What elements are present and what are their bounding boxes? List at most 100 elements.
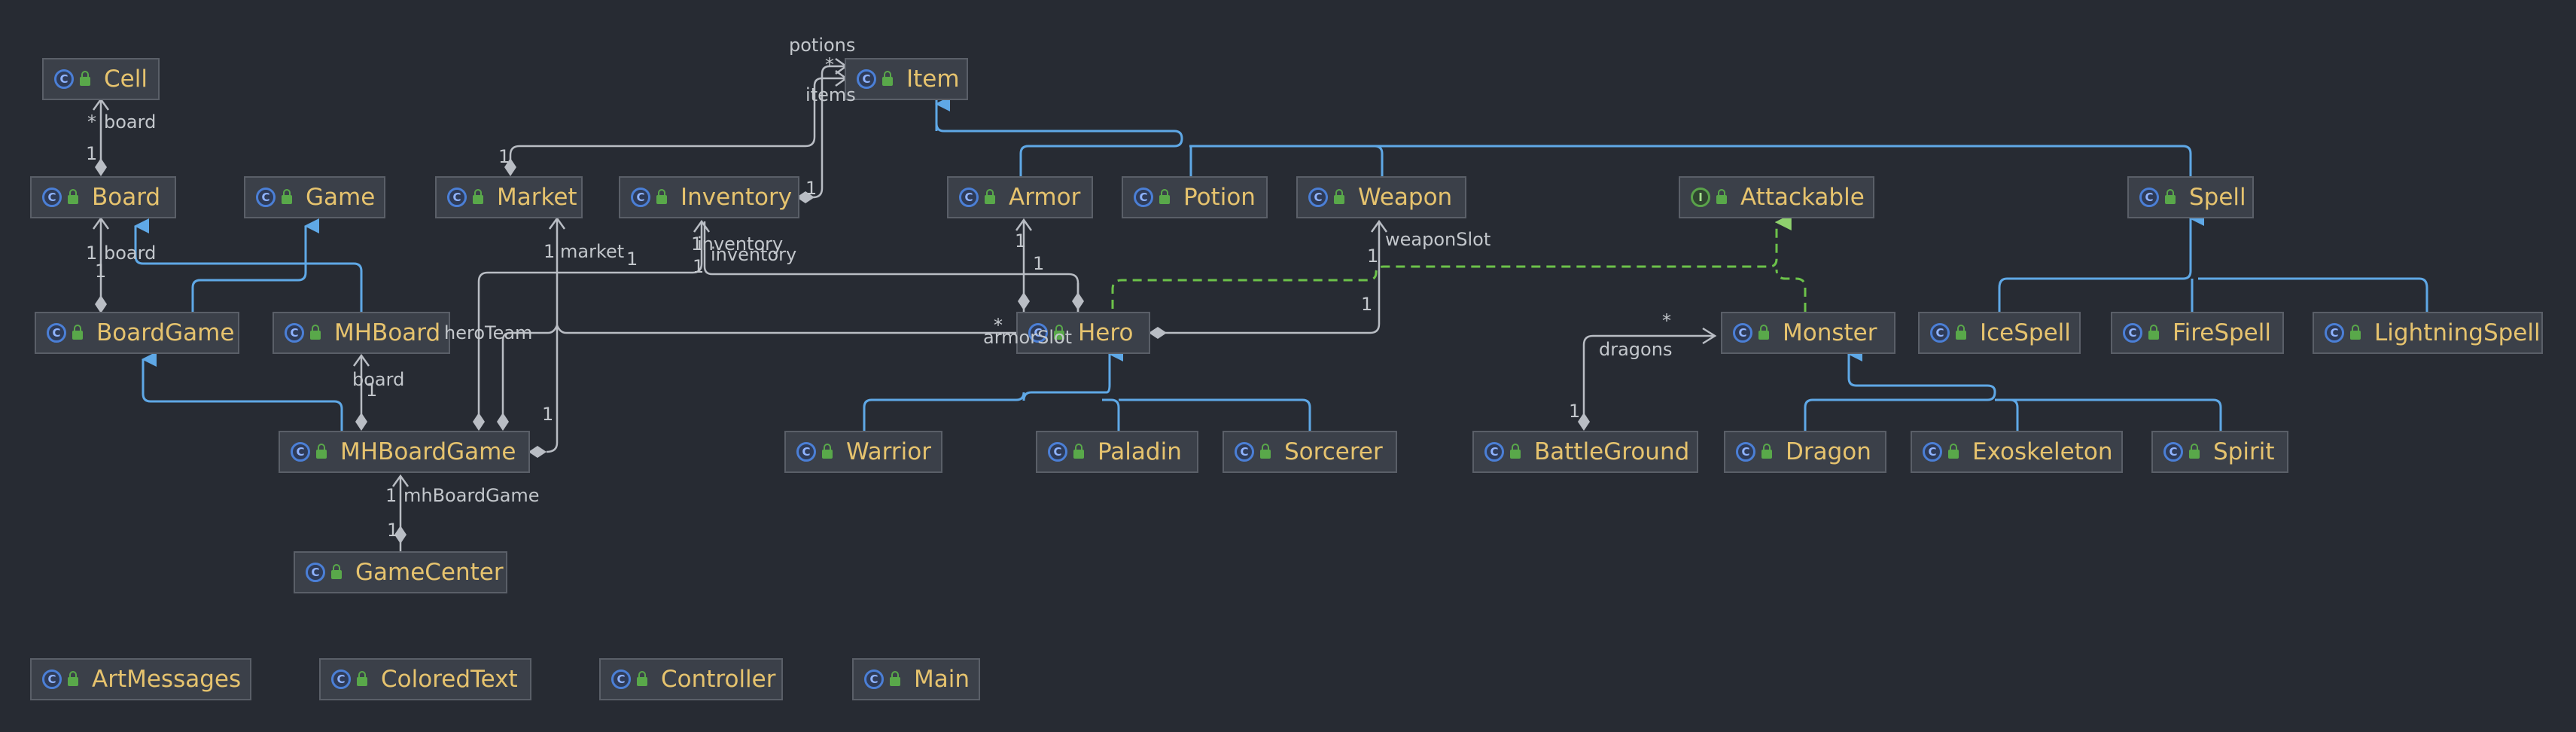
class-controller[interactable]: C Controller — [599, 658, 783, 700]
class-icon: C — [1028, 323, 1048, 343]
edge-weapon-item — [1191, 145, 1384, 178]
class-mhboardgame[interactable]: C MHBoardGame — [279, 431, 530, 473]
edge-monster-attackable — [1775, 269, 1807, 312]
label-mhboardgame-one-b: 1 — [387, 520, 399, 541]
class-icon: C — [447, 188, 467, 207]
edge-warrior-hero — [863, 346, 1123, 435]
class-icon: C — [1923, 442, 1942, 462]
diamond-mhboardgame-market — [528, 446, 547, 458]
edge-mhboardgame-hero — [501, 322, 1016, 422]
label-weapon-one-b: 1 — [1361, 294, 1373, 315]
label-weaponslot: weaponSlot — [1385, 229, 1491, 250]
edge-exo-monster — [1995, 398, 2019, 435]
label-inventory-one: 1 — [805, 178, 818, 199]
association-edges — [99, 65, 1715, 554]
edge-icespell-spell — [1998, 211, 2204, 312]
label-weapon-one-a: 1 — [1367, 246, 1379, 267]
label-armorslot: armorSlot — [983, 327, 1073, 348]
class-icon: C — [47, 323, 66, 343]
edge-armor-item — [935, 99, 1183, 178]
class-dragon[interactable]: C Dragon — [1724, 431, 1886, 473]
diamond-battleground — [1578, 413, 1590, 431]
class-name: Armor — [1009, 184, 1081, 211]
class-icon: C — [1048, 442, 1067, 462]
arrow-mhboard — [352, 353, 370, 367]
class-icon: C — [1134, 188, 1153, 207]
diamond-mhboardgame-mhboard — [355, 413, 367, 431]
class-icon: C — [291, 442, 310, 462]
class-name: Dragon — [1786, 438, 1871, 465]
class-icon: C — [1736, 442, 1755, 462]
class-name: Controller — [661, 666, 776, 693]
public-lock-icon — [72, 325, 83, 340]
class-icon: C — [796, 442, 816, 462]
class-name: ColoredText — [381, 666, 518, 693]
diamond-hero-weapon — [1149, 327, 1167, 339]
class-icon: C — [611, 669, 631, 689]
public-lock-icon — [68, 189, 78, 204]
class-exoskeleton[interactable]: C Exoskeleton — [1911, 431, 2123, 473]
label-inventory-role-b: inventory — [711, 244, 797, 265]
label-board-one-a: 1 — [86, 242, 98, 264]
public-lock-icon — [656, 189, 667, 204]
diamond-inventory-item — [796, 191, 815, 203]
public-lock-icon — [2189, 444, 2200, 459]
diamond-mhboardgame-a — [473, 413, 485, 431]
arrow-weapon — [1370, 219, 1388, 233]
class-icon: C — [42, 188, 62, 207]
public-lock-icon — [1716, 189, 1727, 204]
label-bg-one: 1 — [1569, 401, 1581, 422]
class-icon: C — [2325, 323, 2344, 343]
edge-boardgame-game — [191, 218, 319, 315]
diamond-board-cell — [95, 158, 107, 176]
public-lock-icon — [473, 189, 483, 204]
label-items: items — [805, 84, 856, 105]
class-icon: C — [306, 563, 325, 582]
class-name: Attackable — [1740, 184, 1865, 211]
class-icon: C — [54, 69, 74, 89]
public-lock-icon — [2350, 325, 2361, 340]
public-lock-icon — [1510, 444, 1521, 459]
arrow-monster — [1702, 327, 1717, 345]
class-name: Monster — [1783, 319, 1877, 346]
label-potions: potions — [789, 35, 856, 56]
class-name: MHBoardGame — [340, 438, 516, 465]
class-name: Exoskeleton — [1972, 438, 2113, 465]
diamond-hero-inventory — [1072, 292, 1084, 310]
arrow-market — [548, 216, 566, 230]
edge-mhboard-board — [134, 218, 363, 315]
class-icon: C — [42, 669, 62, 689]
arrow-inventory — [693, 219, 711, 233]
edge-hero-weapon — [1159, 221, 1381, 334]
edge-sorcerer-hero — [1119, 398, 1311, 435]
class-icon: C — [2163, 442, 2183, 462]
